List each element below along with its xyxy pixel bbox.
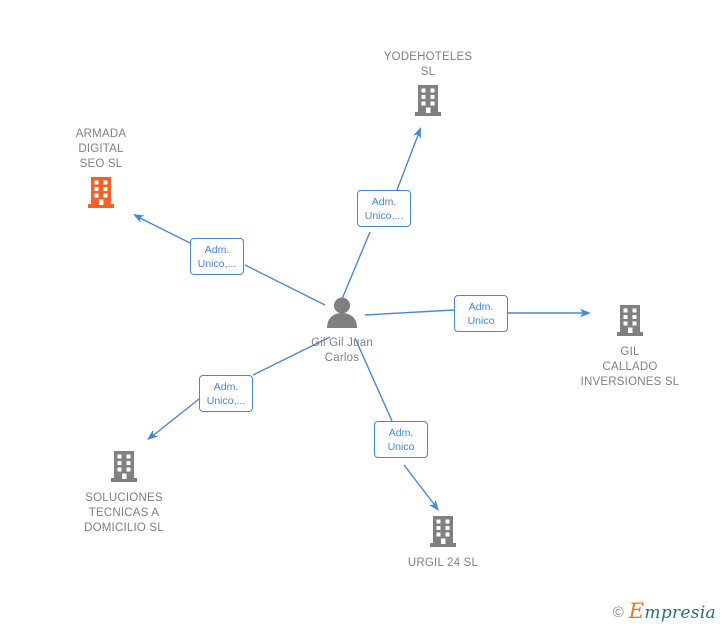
graph-edge-arrowhead <box>412 127 421 139</box>
edge-label-urgil[interactable]: Adm. Unico <box>374 421 428 458</box>
graph-node-label: GIL CALLADO INVERSIONES SL <box>580 346 680 388</box>
brand-rest: mpresia <box>644 603 716 623</box>
graph-node-company-gil-callado-inversiones[interactable]: GIL CALLADO INVERSIONES SL <box>550 303 710 390</box>
building-icon <box>44 449 204 488</box>
graph-edge-line <box>135 215 326 306</box>
building-icon <box>363 514 523 553</box>
graph-node-company-armada-digital-seo[interactable]: ARMADA DIGITAL SEO SL <box>21 127 181 214</box>
graph-edge-line <box>364 309 586 316</box>
graph-edge-line <box>149 336 331 439</box>
graph-node-company-urgil-24[interactable]: URGIL 24 SL <box>363 514 523 571</box>
graph-node-person-label: Gil Gil Juan Carlos <box>311 337 373 364</box>
graph-node-company-yodehoteles[interactable]: YODEHOTELES SL <box>348 50 508 122</box>
graph-edge-arrowhead <box>133 214 145 223</box>
building-icon <box>550 303 710 342</box>
graph-node-company-soluciones-tecnicas-a-domicilio[interactable]: SOLUCIONES TECNICAS A DOMICILIO SL <box>44 449 204 536</box>
graph-node-label: YODEHOTELES SL <box>383 51 473 78</box>
graph-edge-line <box>354 337 438 509</box>
graph-edge-arrowhead <box>147 429 159 440</box>
graph-edge-arrowhead <box>428 499 439 511</box>
graph-node-person[interactable]: Gil Gil Juan Carlos <box>262 296 422 366</box>
copyright-icon: © <box>612 603 624 621</box>
graph-edge-line <box>341 129 421 300</box>
graph-edge-arrowhead <box>580 308 591 318</box>
graph-node-label: ARMADA DIGITAL SEO SL <box>75 128 127 170</box>
edge-label-armada[interactable]: Adm. Unico,... <box>190 238 244 275</box>
graph-node-label: URGIL 24 SL <box>407 557 479 569</box>
building-icon <box>21 175 181 214</box>
edge-label-yodehoteles[interactable]: Adm. Unico,... <box>357 190 411 227</box>
brand-wordmark: Empresia <box>628 599 716 623</box>
brand-initial: E <box>628 599 645 623</box>
edge-label-gil-callado[interactable]: Adm. Unico <box>454 295 508 332</box>
edge-label-soluciones[interactable]: Adm. Unico,... <box>199 375 253 412</box>
person-icon <box>262 296 422 333</box>
graph-node-label: SOLUCIONES TECNICAS A DOMICILIO SL <box>84 492 164 534</box>
building-icon <box>348 83 508 122</box>
empresia-watermark: © Empresia <box>612 599 716 623</box>
